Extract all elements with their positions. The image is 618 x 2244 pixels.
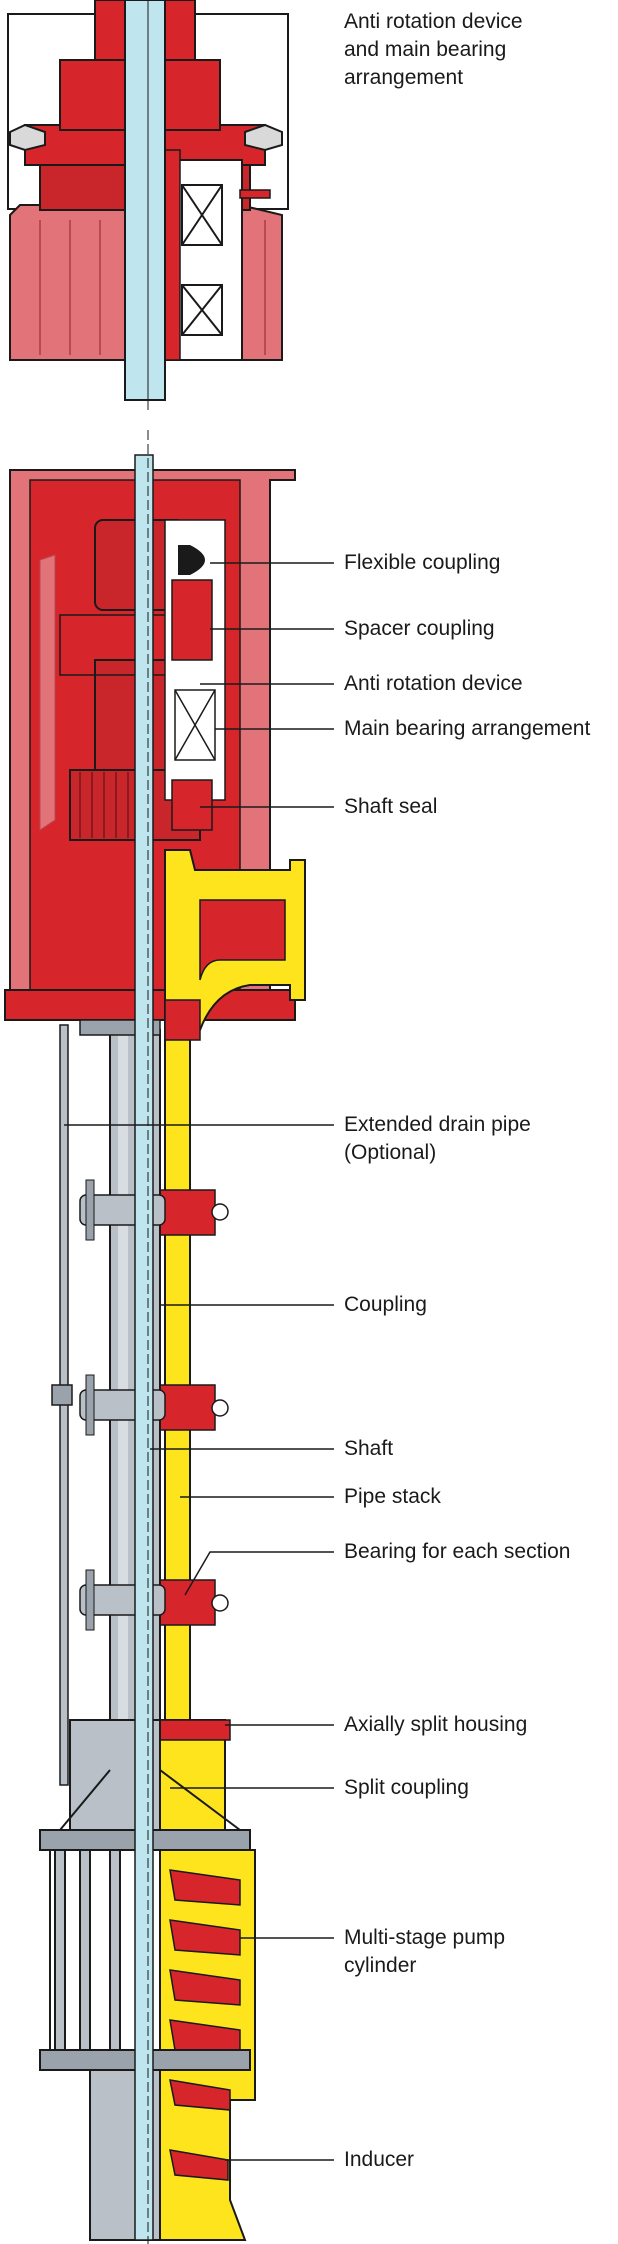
label-inducer: Inducer xyxy=(344,2148,415,2171)
main-shaft xyxy=(134,430,154,2244)
label-shaft-seal: Shaft seal xyxy=(344,795,438,818)
label-anti-rotation-device: Anti rotation device xyxy=(344,672,523,695)
label-pipe-stack: Pipe stack xyxy=(344,1485,441,1508)
label-extended-drain-pipe: Extended drain pipe (Optional) xyxy=(344,1113,531,1164)
label-split-coupling: Split coupling xyxy=(344,1776,469,1799)
label-axially-split-housing: Axially split housing xyxy=(344,1713,528,1736)
label-bearing-each-section: Bearing for each section xyxy=(344,1540,571,1563)
label-anti-rotation-main-bearing: Anti rotation device and main bearing ar… xyxy=(344,10,523,89)
discharge-head-and-pipe-stack xyxy=(159,849,306,1731)
drain-pipe xyxy=(51,1024,73,1786)
label-coupling: Coupling xyxy=(344,1293,427,1316)
label-shaft: Shaft xyxy=(344,1437,394,1460)
label-flexible-coupling: Flexible coupling xyxy=(344,551,501,574)
label-main-bearing-arrangement: Main bearing arrangement xyxy=(344,717,591,740)
leader-lines xyxy=(64,562,334,2161)
pump-cylinder xyxy=(149,1719,256,2241)
detail-anti-rotation-bearing xyxy=(7,0,289,410)
label-multi-stage-pump-cylinder: Multi-stage pump cylinder xyxy=(344,1926,506,1977)
label-spacer-coupling: Spacer coupling xyxy=(344,617,495,640)
